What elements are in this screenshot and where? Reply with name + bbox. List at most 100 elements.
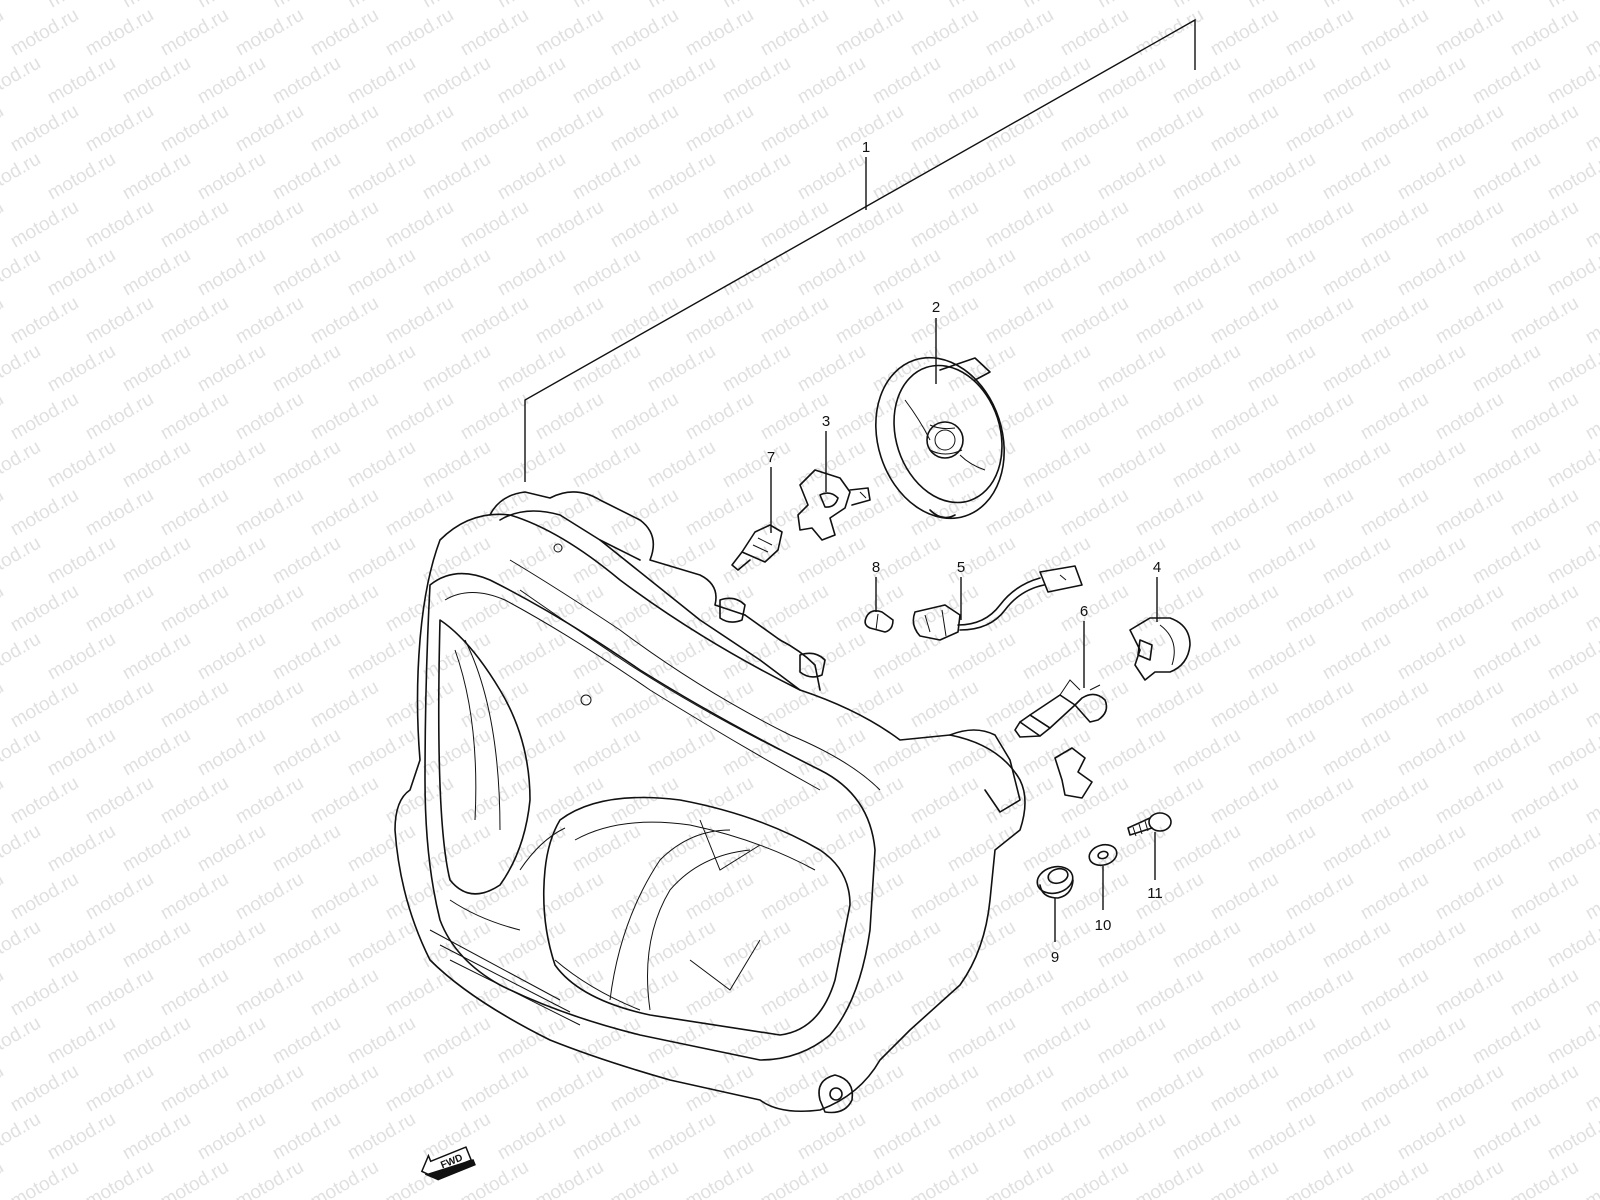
watermark-text: motod.ru xyxy=(1394,341,1469,397)
watermark-text: motod.ru xyxy=(0,725,44,781)
watermark-text: motod.ru xyxy=(382,965,457,1021)
watermark-text: motod.ru xyxy=(0,917,44,973)
watermark-text: motod.ru xyxy=(757,485,832,541)
watermark-text: motod.ru xyxy=(1319,1109,1394,1165)
watermark-text: motod.ru xyxy=(157,773,232,829)
watermark-text: motod.ru xyxy=(1282,389,1357,445)
watermark-text: motod.ru xyxy=(382,293,457,349)
watermark-text: motod.ru xyxy=(1282,5,1357,61)
watermark-text: motod.ru xyxy=(44,149,119,205)
watermark-text: motod.ru xyxy=(907,773,982,829)
watermark-text: motod.ru xyxy=(0,485,7,541)
watermark-text: motod.ru xyxy=(344,725,419,781)
callout-3: 3 xyxy=(822,413,830,430)
watermark-text: motod.ru xyxy=(644,917,719,973)
watermark-text: motod.ru xyxy=(1432,5,1507,61)
watermark-text: motod.ru xyxy=(1094,1109,1169,1165)
watermark-text: motod.ru xyxy=(982,869,1057,925)
watermark-text: motod.ru xyxy=(1432,773,1507,829)
watermark-text: motod.ru xyxy=(457,1061,532,1117)
watermark-text: motod.ru xyxy=(1357,5,1432,61)
watermark-text: motod.ru xyxy=(1094,341,1169,397)
watermark-text: motod.ru xyxy=(494,533,569,589)
watermark-text: motod.ru xyxy=(1469,1109,1544,1165)
watermark-text: motod.ru xyxy=(1394,1013,1469,1069)
watermark-text: motod.ru xyxy=(1019,245,1094,301)
watermark-text: motod.ru xyxy=(0,53,44,109)
watermark-text: motod.ru xyxy=(194,725,269,781)
watermark-text: motod.ru xyxy=(1394,149,1469,205)
watermark-text: motod.ru xyxy=(644,245,719,301)
watermark-text: motod.ru xyxy=(794,245,869,301)
watermark-text: motod.ru xyxy=(1132,965,1207,1021)
watermark-text: motod.ru xyxy=(1469,341,1544,397)
watermark-text: motod.ru xyxy=(1582,197,1600,253)
watermark-text: motod.ru xyxy=(1582,869,1600,925)
watermark-text: motod.ru xyxy=(1282,1157,1357,1200)
elbow-connector-part xyxy=(1054,747,1093,799)
watermark-text: motod.ru xyxy=(1357,581,1432,637)
watermark-text: motod.ru xyxy=(1319,1013,1394,1069)
watermark-text: motod.ru xyxy=(194,629,269,685)
watermark-text: motod.ru xyxy=(1282,581,1357,637)
watermark-text: motod.ru xyxy=(7,293,82,349)
watermark-text: motod.ru xyxy=(1432,485,1507,541)
watermark-text: motod.ru xyxy=(682,1157,757,1200)
watermark-text: motod.ru xyxy=(682,869,757,925)
watermark-text: motod.ru xyxy=(119,1109,194,1165)
watermark-text: motod.ru xyxy=(1282,293,1357,349)
grommet-part xyxy=(1036,865,1074,899)
watermark-text: motod.ru xyxy=(157,485,232,541)
watermark-text: motod.ru xyxy=(869,245,944,301)
watermark-text: motod.ru xyxy=(1469,0,1544,12)
watermark-text: motod.ru xyxy=(1394,1109,1469,1165)
watermark-text: motod.ru xyxy=(1432,197,1507,253)
watermark-text: motod.ru xyxy=(1169,149,1244,205)
watermark-text: motod.ru xyxy=(44,437,119,493)
watermark-text: motod.ru xyxy=(1394,245,1469,301)
watermark-text: motod.ru xyxy=(494,1013,569,1069)
watermark-text: motod.ru xyxy=(344,341,419,397)
watermark-text: motod.ru xyxy=(157,869,232,925)
watermark-text: motod.ru xyxy=(644,1109,719,1165)
watermark-text: motod.ru xyxy=(1469,53,1544,109)
watermark-text: motod.ru xyxy=(1169,725,1244,781)
watermark-text: motod.ru xyxy=(307,869,382,925)
watermark-text: motod.ru xyxy=(1582,293,1600,349)
watermark-text: motod.ru xyxy=(907,1061,982,1117)
watermark-text: motod.ru xyxy=(232,869,307,925)
watermark-text: motod.ru xyxy=(1094,437,1169,493)
watermark-text: motod.ru xyxy=(44,725,119,781)
watermark-text: motod.ru xyxy=(1319,0,1394,12)
watermark-text: motod.ru xyxy=(194,149,269,205)
watermark-text: motod.ru xyxy=(7,965,82,1021)
watermark-text: motod.ru xyxy=(82,677,157,733)
watermark-text: motod.ru xyxy=(44,821,119,877)
watermark-text: motod.ru xyxy=(1169,821,1244,877)
watermark-text: motod.ru xyxy=(344,629,419,685)
watermark-text: motod.ru xyxy=(719,149,794,205)
watermark-text: motod.ru xyxy=(269,533,344,589)
watermark-text: motod.ru xyxy=(307,581,382,637)
watermark-text: motod.ru xyxy=(157,5,232,61)
watermark-text: motod.ru xyxy=(944,1109,1019,1165)
watermark-text: motod.ru xyxy=(1019,1109,1094,1165)
watermark-text: motod.ru xyxy=(719,0,794,12)
watermark-text: motod.ru xyxy=(1057,773,1132,829)
watermark-text: motod.ru xyxy=(419,725,494,781)
watermark-text: motod.ru xyxy=(569,917,644,973)
watermark-text: motod.ru xyxy=(382,677,457,733)
watermark-text: motod.ru xyxy=(1207,293,1282,349)
watermark-text: motod.ru xyxy=(1432,869,1507,925)
watermark-text: motod.ru xyxy=(1582,1157,1600,1200)
watermark-text: motod.ru xyxy=(7,389,82,445)
watermark-text: motod.ru xyxy=(1244,0,1319,12)
watermark-text: motod.ru xyxy=(1282,485,1357,541)
watermark-text: motod.ru xyxy=(0,197,7,253)
watermark-text: motod.ru xyxy=(494,437,569,493)
watermark-text: motod.ru xyxy=(82,197,157,253)
watermark-text: motod.ru xyxy=(607,101,682,157)
watermark-text: motod.ru xyxy=(607,197,682,253)
watermark-text: motod.ru xyxy=(982,965,1057,1021)
watermark-text: motod.ru xyxy=(0,1061,7,1117)
